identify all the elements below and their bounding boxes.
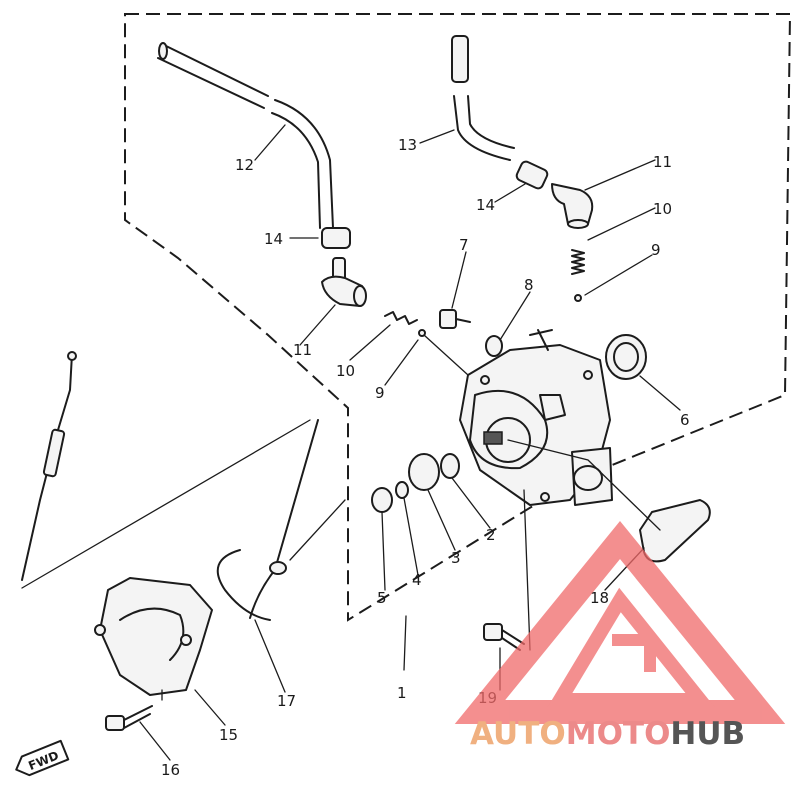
ball-9-left	[418, 329, 426, 337]
callout-6: 6	[680, 411, 690, 429]
callout-13: 13	[398, 136, 417, 154]
ball-9-right	[574, 294, 582, 302]
callout-14-left: 14	[264, 230, 283, 248]
callout-12: 12	[235, 156, 254, 174]
callout-10-right: 10	[653, 200, 672, 218]
gasket-18	[639, 499, 711, 563]
callout-3: 3	[451, 549, 461, 567]
washer-4	[395, 481, 409, 499]
guide-line	[21, 419, 311, 589]
pump-body	[459, 329, 613, 506]
elbow-11-left	[321, 257, 367, 307]
washer-8	[485, 335, 503, 357]
hose-12	[157, 42, 334, 229]
callout-2: 2	[486, 526, 496, 544]
throttle-cable	[21, 351, 77, 581]
watermark-auto: AUTO	[470, 716, 566, 752]
guide-line	[507, 439, 661, 531]
hose-13	[451, 35, 515, 161]
oil-seal-6	[605, 334, 647, 380]
nut-5	[371, 487, 393, 513]
callout-18: 18	[590, 589, 609, 607]
washer-2	[440, 453, 460, 479]
callout-4: 4	[412, 571, 422, 589]
bolt-16	[105, 705, 153, 731]
bolt-7	[439, 309, 471, 329]
watermark-moto: MOTO	[566, 716, 671, 752]
callout-16: 16	[161, 761, 180, 779]
guide-line	[423, 334, 469, 376]
callout-7: 7	[459, 236, 469, 254]
plate-3	[408, 453, 440, 491]
fwd-direction-marker: FWD	[15, 739, 70, 777]
guide-line	[523, 489, 531, 651]
callout-labels: 1 2 3 4 5 6 7 8 9 9 10 10 11 11 12 13 14…	[161, 136, 690, 779]
assembly-boundary	[124, 13, 792, 622]
bolt-19	[483, 623, 525, 651]
spring-10-left	[384, 311, 418, 325]
callout-9-right: 9	[651, 241, 661, 259]
automotohub-logo	[454, 520, 786, 724]
joint-14-right	[515, 160, 549, 190]
callout-5: 5	[377, 589, 387, 607]
joint-14-left	[321, 227, 351, 249]
callout-17: 17	[277, 692, 296, 710]
pump-cover-15	[94, 577, 213, 696]
callout-15: 15	[219, 726, 238, 744]
callout-1: 1	[397, 684, 407, 702]
callout-14-right: 14	[476, 196, 495, 214]
spring-10-right	[571, 249, 585, 275]
elbow-11-right	[551, 183, 594, 229]
callout-9-left: 9	[375, 384, 385, 402]
watermark-hub: HUB	[670, 716, 745, 752]
watermark-text: AUTOMOTOHUB	[470, 716, 745, 752]
callout-11-right: 11	[653, 153, 672, 171]
pump-cable-17	[216, 419, 319, 621]
guide-line	[289, 499, 346, 561]
callout-8: 8	[524, 276, 534, 294]
callout-10-left: 10	[336, 362, 355, 380]
callout-11-left: 11	[293, 341, 312, 359]
